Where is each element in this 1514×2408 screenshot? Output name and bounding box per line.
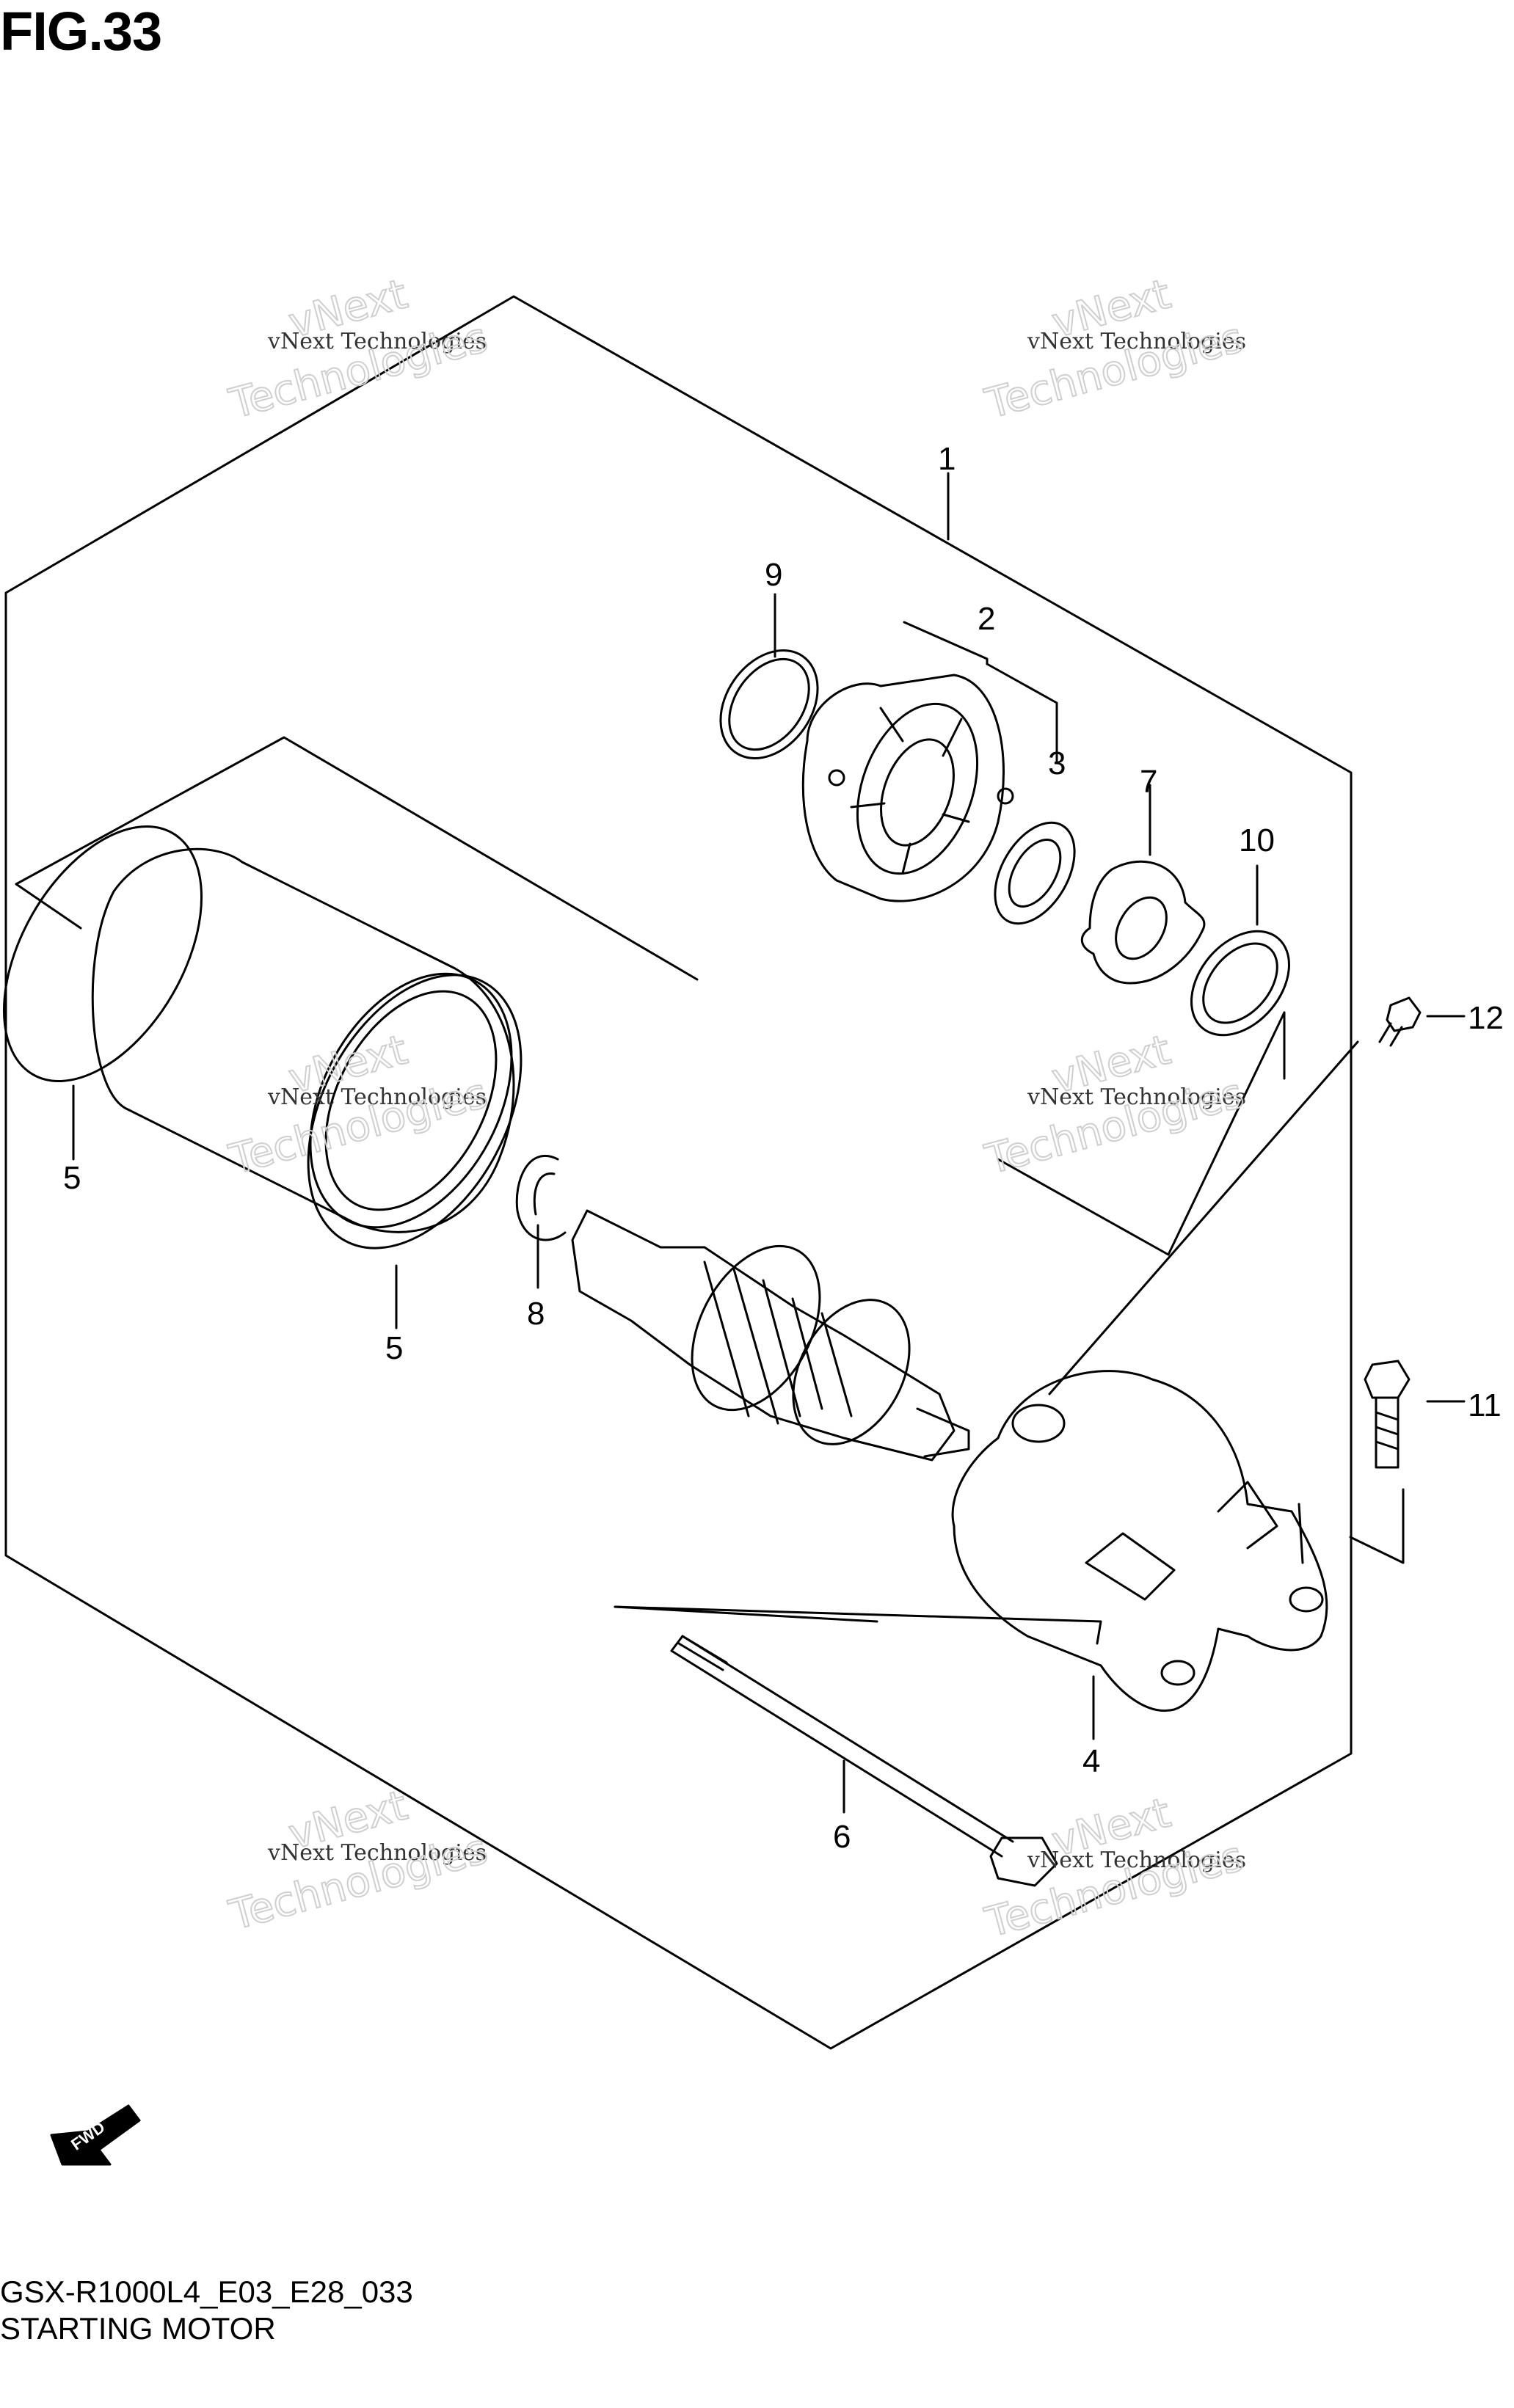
callout-3: 3	[1048, 745, 1066, 781]
callout-11: 11	[1468, 1387, 1502, 1423]
callout-12: 12	[1468, 1000, 1504, 1036]
callout-5a: 5	[63, 1160, 81, 1196]
watermark-mid-left: vNext Technologies vNext Technologies	[224, 1025, 493, 1184]
watermark-top-right: vNext Technologies vNext Technologies	[980, 269, 1249, 428]
svg-text:vNext Technologies: vNext Technologies	[267, 1084, 487, 1110]
figure-title: FIG.33	[0, 1, 162, 62]
callout-4: 4	[1082, 1743, 1100, 1779]
bolt-11	[1364, 1360, 1411, 1469]
svg-text:vNext Technologies: vNext Technologies	[267, 329, 487, 354]
subassembly-outline-right	[997, 1011, 1286, 1256]
figure-name: STARTING MOTOR	[0, 2311, 276, 2346]
o-ring-5a	[2, 825, 203, 1082]
o-ring-9	[719, 649, 819, 759]
callout-8: 8	[527, 1296, 545, 1332]
circlip-8	[515, 1154, 567, 1241]
callout-7: 7	[1140, 764, 1157, 800]
armature	[571, 1209, 970, 1462]
motor-case	[91, 847, 515, 1233]
svg-text:vNext Technologies: vNext Technologies	[1027, 329, 1246, 354]
washer-10	[1190, 930, 1290, 1037]
svg-text:vNext Technologies: vNext Technologies	[1027, 1847, 1246, 1873]
housing-2	[801, 674, 1014, 902]
svg-text:vNext Technologies: vNext Technologies	[267, 1840, 487, 1866]
callout-6: 6	[833, 1819, 851, 1855]
subassembly-outline-lower	[15, 883, 82, 930]
callout-1: 1	[938, 441, 956, 477]
subassembly-outline	[15, 736, 699, 981]
callout-10: 10	[1239, 822, 1275, 858]
oil-seal-3	[994, 821, 1076, 925]
screw-12	[1378, 996, 1422, 1047]
callout-2: 2	[978, 601, 995, 637]
leader-lines	[72, 472, 1466, 1814]
callout-9: 9	[765, 557, 782, 593]
watermark-mid-right: vNext Technologies vNext Technologies	[980, 1025, 1249, 1184]
watermark-top-left: vNext Technologies vNext Technologies	[224, 269, 493, 428]
washer-7	[1080, 860, 1206, 985]
bracket-4	[951, 1370, 1328, 1712]
figure-code: GSX-R1000L4_E03_E28_033	[0, 2274, 413, 2309]
watermark-bottom-right: vNext Technologies vNext Technologies	[980, 1788, 1249, 1947]
svg-text:vNext Technologies: vNext Technologies	[1027, 1084, 1246, 1110]
callout-5b: 5	[385, 1330, 403, 1366]
o-ring-5b	[307, 974, 523, 1249]
assembly-outline	[4, 295, 1353, 2050]
bolt-6	[670, 1635, 1058, 1887]
watermark-bottom-left: vNext Technologies vNext Technologies	[224, 1781, 493, 1940]
fwd-arrow-icon	[50, 2104, 141, 2166]
